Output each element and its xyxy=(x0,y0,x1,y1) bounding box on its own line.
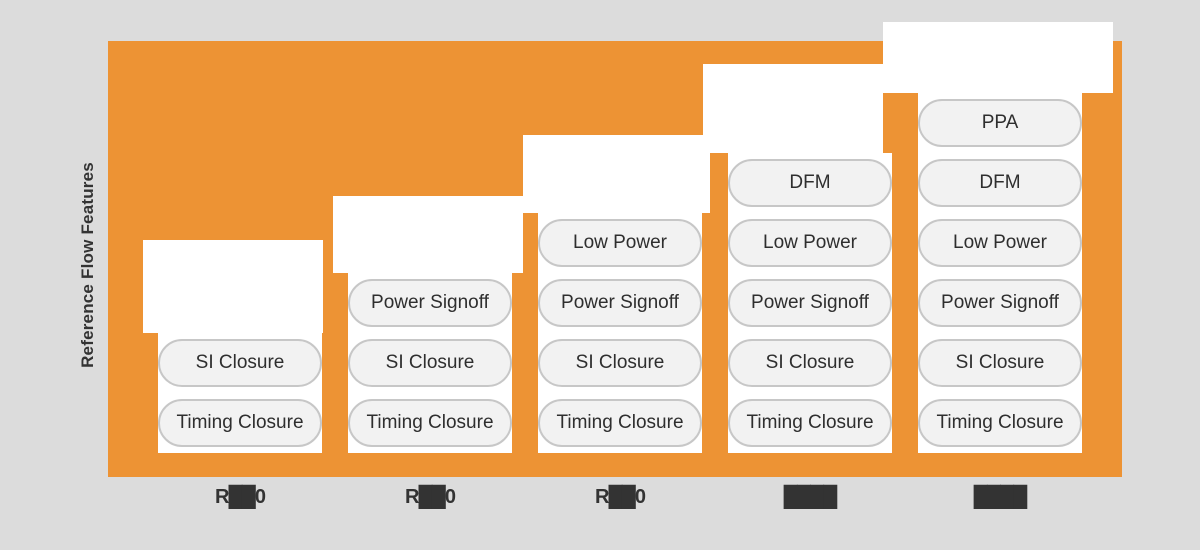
feature-pill-si-closure: SI Closure xyxy=(158,339,322,387)
feature-cell: SI Closure xyxy=(918,333,1082,393)
feature-cell: Timing Closure xyxy=(728,393,892,453)
feature-pill-power-signoff: Power Signoff xyxy=(538,279,702,327)
feature-cell: Timing Closure xyxy=(158,393,322,453)
feature-cell: Power Signoff xyxy=(918,273,1082,333)
feature-cell: PPA xyxy=(918,93,1082,153)
feature-pill-timing-closure: Timing Closure xyxy=(158,399,322,447)
feature-pill-power-signoff: Power Signoff xyxy=(728,279,892,327)
feature-cell: SI Closure xyxy=(348,333,512,393)
headroom-box-col5 xyxy=(883,22,1113,93)
feature-pill-power-signoff: Power Signoff xyxy=(918,279,1082,327)
feature-cell: Low Power xyxy=(918,213,1082,273)
feature-column-4: DFM Low Power Power Signoff SI Closure T… xyxy=(728,153,892,453)
feature-pill-power-signoff: Power Signoff xyxy=(348,279,512,327)
y-axis-title: Reference Flow Features xyxy=(78,162,97,368)
feature-pill-si-closure: SI Closure xyxy=(538,339,702,387)
feature-cell: SI Closure xyxy=(728,333,892,393)
feature-pill-timing-closure: Timing Closure xyxy=(918,399,1082,447)
x-axis-label-4: ████ xyxy=(783,486,838,508)
x-axis-label-2: R██0 xyxy=(405,486,456,508)
feature-column-2: Power Signoff SI Closure Timing Closure xyxy=(348,273,512,453)
feature-cell: Power Signoff xyxy=(728,273,892,333)
feature-pill-si-closure: SI Closure xyxy=(348,339,512,387)
feature-pill-timing-closure: Timing Closure xyxy=(728,399,892,447)
feature-cell: Timing Closure xyxy=(918,393,1082,453)
headroom-box-col3 xyxy=(523,135,710,213)
feature-pill-si-closure: SI Closure xyxy=(728,339,892,387)
feature-pill-timing-closure: Timing Closure xyxy=(348,399,512,447)
feature-pill-ppa: PPA xyxy=(918,99,1082,147)
feature-pill-dfm: DFM xyxy=(728,159,892,207)
feature-column-1: SI Closure Timing Closure xyxy=(158,333,322,453)
x-axis-label-5: ████ xyxy=(973,486,1028,508)
feature-cell: DFM xyxy=(918,153,1082,213)
feature-pill-timing-closure: Timing Closure xyxy=(538,399,702,447)
feature-pill-low-power: Low Power xyxy=(728,219,892,267)
feature-cell: Power Signoff xyxy=(538,273,702,333)
feature-column-3: Low Power Power Signoff SI Closure Timin… xyxy=(538,213,702,453)
feature-cell: Timing Closure xyxy=(538,393,702,453)
feature-cell: SI Closure xyxy=(538,333,702,393)
feature-cell: DFM xyxy=(728,153,892,213)
headroom-box-col1 xyxy=(143,240,323,333)
feature-pill-dfm: DFM xyxy=(918,159,1082,207)
feature-cell: Low Power xyxy=(538,213,702,273)
x-axis-label-3: R██0 xyxy=(595,486,646,508)
feature-pill-si-closure: SI Closure xyxy=(918,339,1082,387)
headroom-box-col2 xyxy=(333,196,523,273)
feature-cell: Timing Closure xyxy=(348,393,512,453)
feature-cell: SI Closure xyxy=(158,333,322,393)
feature-column-5: PPA DFM Low Power Power Signoff SI Closu… xyxy=(918,93,1082,453)
feature-pill-low-power: Low Power xyxy=(538,219,702,267)
feature-cell: Power Signoff xyxy=(348,273,512,333)
feature-pill-low-power: Low Power xyxy=(918,219,1082,267)
x-axis-label-1: R██0 xyxy=(215,486,266,508)
feature-cell: Low Power xyxy=(728,213,892,273)
headroom-box-col4 xyxy=(703,64,883,153)
